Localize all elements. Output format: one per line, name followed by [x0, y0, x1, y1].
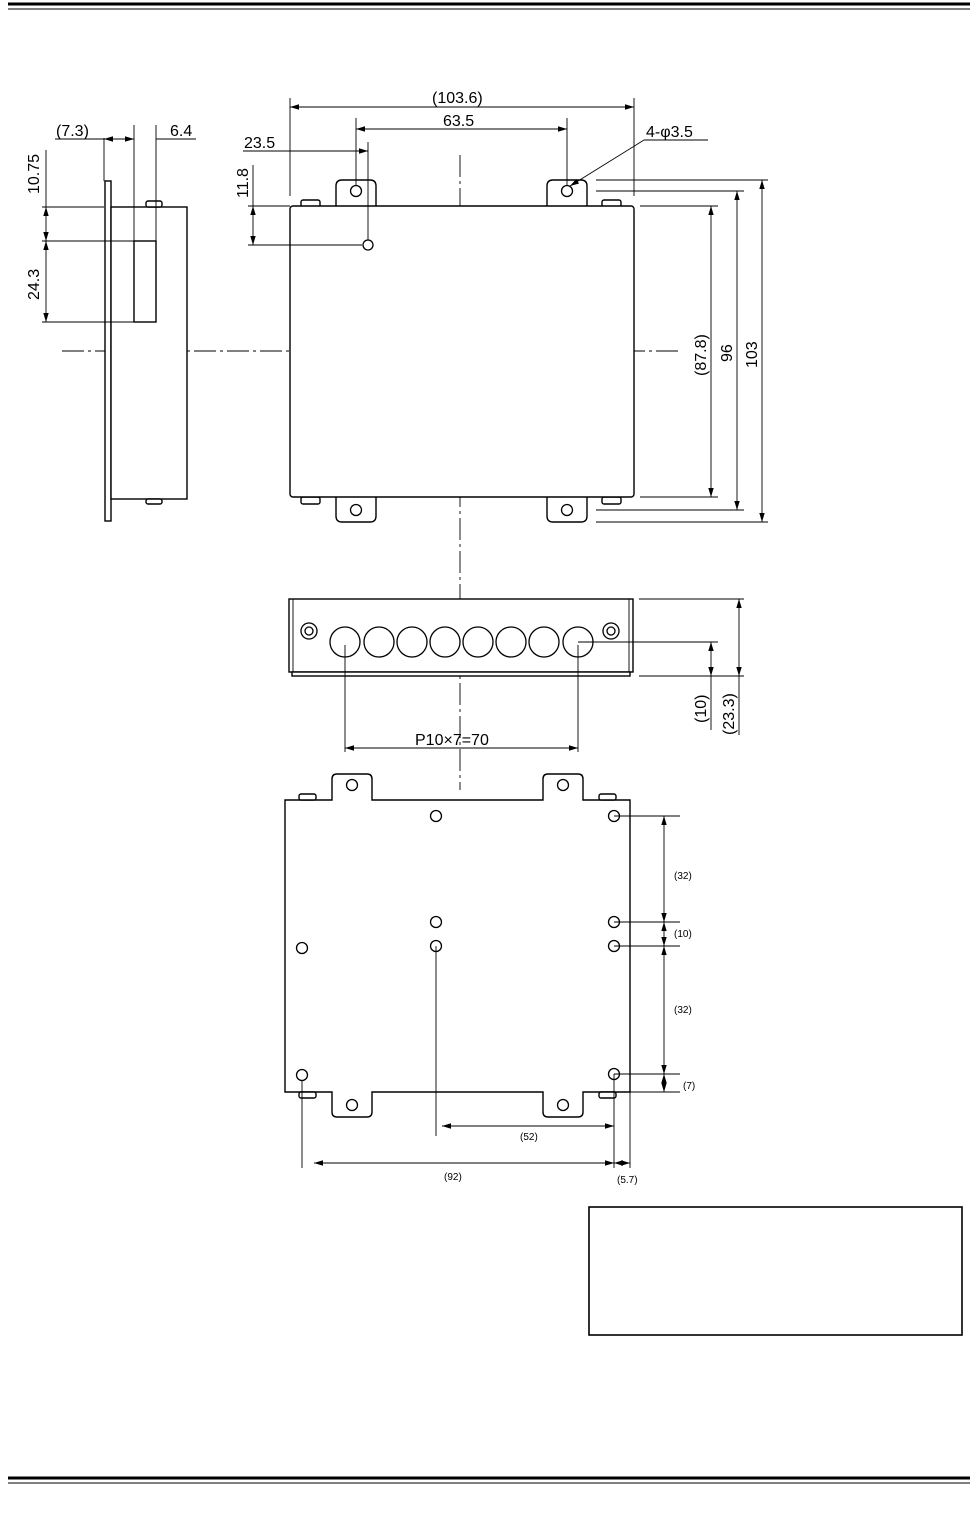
dim-holes: 4-φ3.5 — [646, 124, 693, 141]
front-view: (103.6) 63.5 23.5 11.8 4-φ3.5 (87.8) 96 … — [235, 90, 768, 522]
dim-10-75: 10.75 — [26, 154, 43, 194]
side-connector — [134, 241, 156, 322]
dim-23-3: (23.3) — [721, 693, 738, 735]
dim-103-6: (103.6) — [432, 90, 483, 107]
side-tab-bottom — [146, 499, 162, 504]
dim-10-bottom: (10) — [674, 929, 692, 940]
bottom-view: (32) (10) (32) (7) (52) (92) (5.7) — [285, 774, 695, 1186]
dim-87-8: (87.8) — [693, 334, 710, 376]
dim-52: (52) — [520, 1132, 538, 1143]
dim-32-top: (32) — [674, 871, 692, 882]
dim-96: 96 — [719, 344, 736, 362]
side-tab-top — [146, 201, 162, 207]
front-housing — [290, 206, 634, 497]
dim-32-bottom: (32) — [674, 1005, 692, 1016]
side-mounting-plate — [105, 181, 111, 521]
dim-11-8: 11.8 — [235, 168, 252, 198]
dim-7-3: (7.3) — [56, 123, 89, 140]
dim-10-conn: (10) — [693, 695, 710, 723]
dim-6-4: 6.4 — [170, 123, 192, 140]
dim-24-3: 24.3 — [26, 269, 43, 300]
dim-pitch: P10×7=70 — [415, 732, 489, 749]
dim-23-5: 23.5 — [244, 135, 275, 152]
dim-63-5: 63.5 — [443, 113, 474, 130]
notes-box — [589, 1207, 962, 1335]
flange-bottom-left — [336, 497, 376, 522]
bottom-border — [8, 1478, 970, 1483]
dim-5-7: (5.7) — [617, 1175, 638, 1186]
top-border — [8, 4, 970, 9]
dim-7: (7) — [683, 1081, 695, 1092]
flange-bottom-right — [547, 497, 587, 522]
side-view: (7.3) 6.4 10.75 24.3 — [26, 123, 196, 521]
connector-housing — [289, 599, 633, 672]
connector-view: P10×7=70 (10) (23.3) — [289, 599, 744, 752]
dim-103: 103 — [744, 341, 761, 368]
bottom-plate — [285, 774, 630, 1117]
dim-92: (92) — [444, 1172, 462, 1183]
